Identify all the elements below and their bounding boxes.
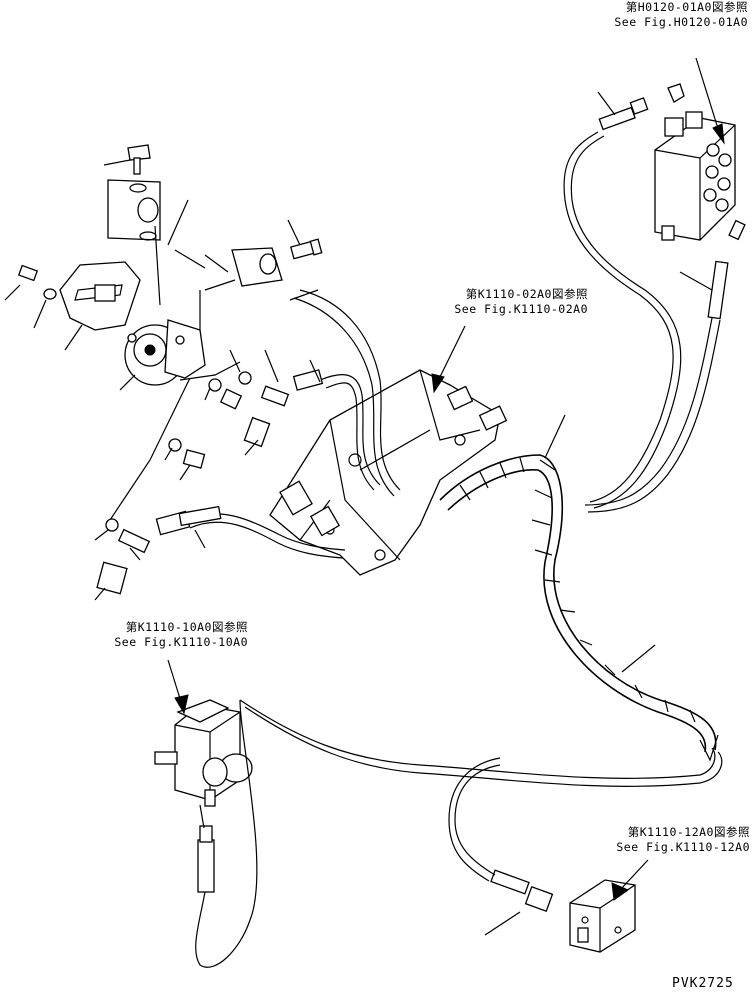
reference-label-h0120: 第H0120-01A0図参照 See Fig.H0120-01A0 (560, 0, 748, 30)
reference-label-k1110-12: 第K1110-12A0図参照 See Fig.K1110-12A0 (562, 825, 750, 855)
reference-label-jp: 第K1110-02A0図参照 (465, 287, 588, 301)
drawing-code: PVK2725 (672, 976, 734, 991)
reference-label-k1110-02: 第K1110-02A0図参照 See Fig.K1110-02A0 (400, 287, 588, 317)
reference-label-en: See Fig.H0120-01A0 (614, 15, 748, 29)
pilot-hose-upper (563, 91, 682, 509)
reference-label-k1110-10: 第K1110-10A0図参照 See Fig.K1110-10A0 (60, 620, 248, 650)
reference-arrows (167, 57, 725, 901)
reference-label-en: See Fig.K1110-02A0 (454, 302, 588, 316)
pump-assembly (17, 144, 323, 595)
control-valve (654, 83, 746, 241)
leader-lines (4, 159, 319, 601)
reference-label-en: See Fig.K1110-12A0 (616, 840, 750, 854)
pilot-hose-right (584, 260, 729, 513)
spiral-wrapped-hose (239, 414, 723, 787)
solenoid-valve (154, 699, 258, 968)
reference-label-en: See Fig.K1110-10A0 (114, 635, 248, 649)
reference-label-jp: 第H0120-01A0図参照 (625, 0, 748, 14)
reference-label-jp: 第K1110-10A0図参照 (125, 620, 248, 634)
mounting-bracket (269, 369, 508, 576)
hose-group-center (155, 289, 401, 559)
pressure-switch (448, 757, 636, 953)
reference-label-jp: 第K1110-12A0図参照 (627, 825, 750, 839)
